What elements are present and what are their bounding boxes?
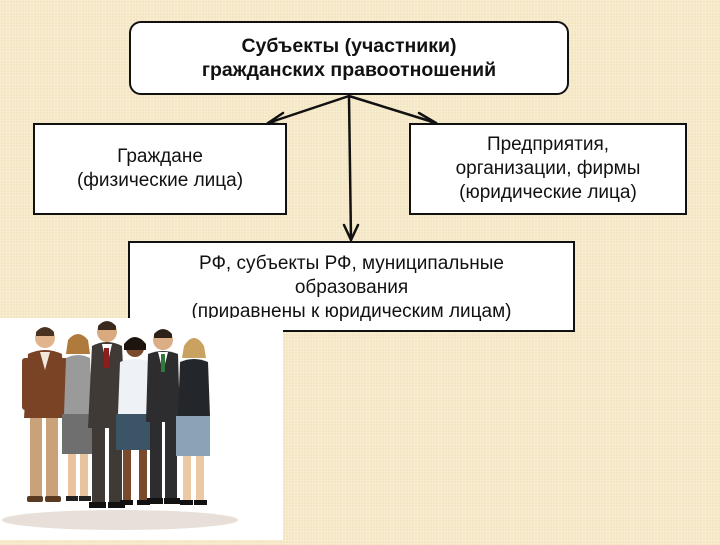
- state-line-3: (приравнены к юридическим лицам): [191, 300, 512, 322]
- citizens-line-1: Граждане: [117, 146, 203, 168]
- enterprises-line-2: организации, фирмы: [455, 158, 641, 180]
- state-entities-box: РФ, субъекты РФ, муниципальные образован…: [128, 241, 575, 332]
- enterprises-line-1: Предприятия,: [486, 134, 610, 156]
- enterprises-box: Предприятия, организации, фирмы (юридиче…: [409, 123, 687, 215]
- arrow-to-citizens: [266, 94, 351, 125]
- person-2: [62, 334, 94, 501]
- people-group-icon: [2, 321, 238, 530]
- person-4: [116, 337, 154, 505]
- person-1: [22, 327, 68, 502]
- citizens-box: Граждане (физические лица): [33, 123, 287, 215]
- state-line-2: образования: [294, 276, 409, 298]
- state-line-1: РФ, субъекты РФ, муниципальные: [199, 253, 504, 274]
- title-line-1: Субъекты (участники): [241, 34, 457, 57]
- title-line-2: гражданских правоотношений: [201, 59, 497, 81]
- arrow-to-enterprises: [347, 94, 438, 125]
- arrowhead-state: [342, 223, 360, 242]
- enterprises-line-3: (юридические лица): [459, 181, 637, 203]
- citizens-line-2: (физические лица): [76, 170, 244, 191]
- person-3: [88, 321, 126, 508]
- person-5: [146, 329, 180, 504]
- arrow-to-state: [347, 94, 353, 242]
- person-6: [176, 338, 210, 505]
- business-people-illustration: [0, 318, 283, 540]
- diagram-title-box: Субъекты (участники) гражданских правоот…: [129, 21, 569, 95]
